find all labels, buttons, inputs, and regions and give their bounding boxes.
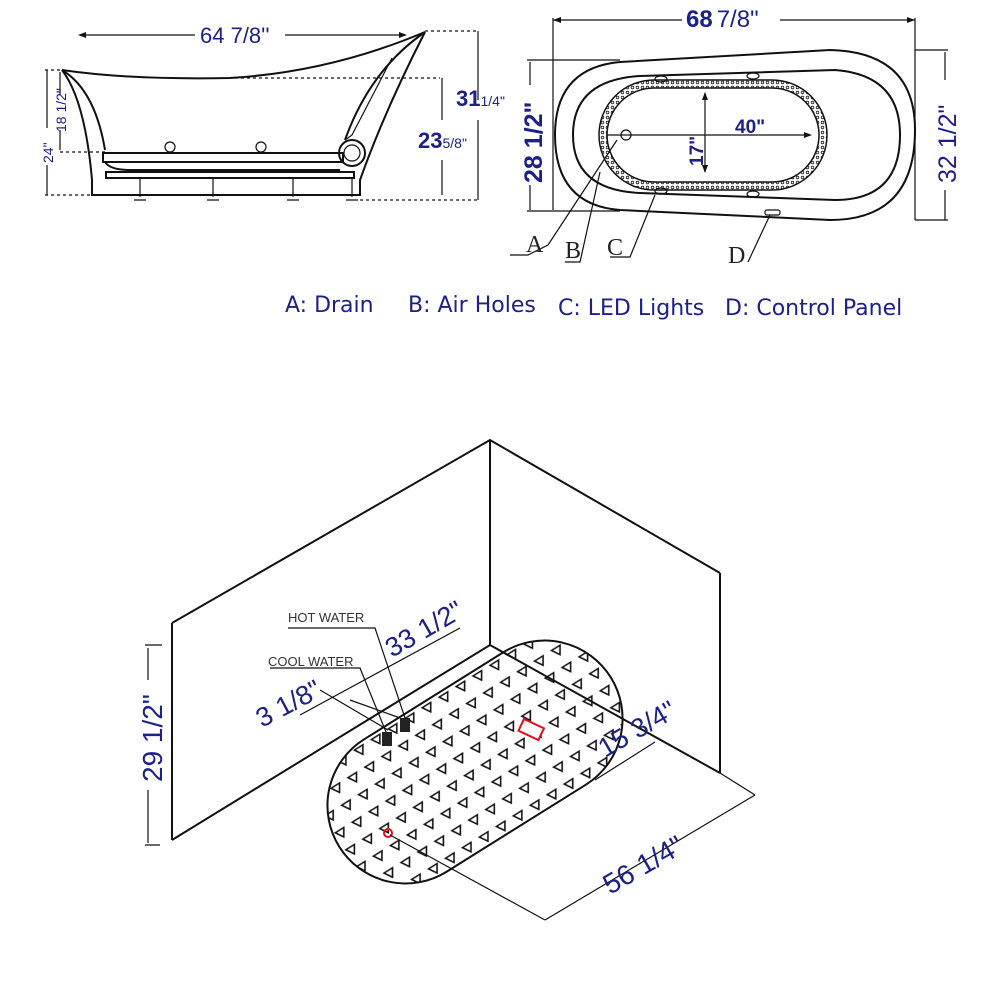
led-light-icon xyxy=(654,187,668,195)
back-distance-dim: 33 1/2" xyxy=(380,595,468,663)
overflow-marker-icon xyxy=(517,717,546,742)
air-jet-icon xyxy=(164,141,176,153)
rim-height-dim: 235/8" xyxy=(418,128,467,153)
tub-legs xyxy=(134,178,358,201)
left-height-dim: 24" xyxy=(40,142,56,163)
legend-air-holes: B: Air Holes xyxy=(408,293,536,318)
legend-control-panel: D: Control Panel xyxy=(725,296,902,321)
top-width-left-dim: 28 1/2" xyxy=(520,102,548,183)
room-floor xyxy=(171,643,721,841)
cool-water-valve-icon xyxy=(382,732,392,746)
top-width-right-dim: 32 1/2" xyxy=(934,105,962,183)
control-panel-icon xyxy=(764,209,781,216)
tub-footprint xyxy=(326,639,624,885)
tub-rim xyxy=(61,31,426,80)
callout-c: C xyxy=(607,235,623,261)
inner-length-dim: 40" xyxy=(735,117,765,138)
cool-water-label: COOL WATER xyxy=(268,654,353,669)
callout-d: D xyxy=(728,243,745,269)
legend: A: Drain B: Air Holes C: LED Lights D: C… xyxy=(285,293,902,321)
total-height-dim: 311/4" xyxy=(456,86,505,111)
wall-height-dim: 29 1/2" xyxy=(137,694,168,782)
side-view: 64 7/8'' 311/4" 235/8" 24" 18 1/2" xyxy=(40,23,505,201)
callout-a: A xyxy=(526,232,544,258)
air-jet-icon xyxy=(255,141,267,153)
floor-length-dim: 56 1/4" xyxy=(598,829,690,900)
room-walls xyxy=(171,438,721,840)
side-length-dim: 64 7/8'' xyxy=(200,23,270,48)
tub-outline xyxy=(553,48,917,222)
hot-water-label: HOT WATER xyxy=(288,610,364,625)
inner-depth-dim: 18 1/2" xyxy=(53,88,69,132)
inner-width-dim: 17" xyxy=(687,136,708,166)
control-panel-knob xyxy=(338,139,366,167)
legend-drain: A: Drain xyxy=(285,293,374,318)
install-view: HOT WATER COOL WATER 29 1/2" 3 1/8" 33 1… xyxy=(137,438,756,921)
callout-b: B xyxy=(565,238,581,264)
hot-water-valve-icon xyxy=(400,718,410,732)
drain-marker-icon xyxy=(383,828,393,838)
legend-led-lights: C: LED Lights xyxy=(558,296,704,321)
supply-offset-dim: 3 1/8" xyxy=(251,674,327,733)
